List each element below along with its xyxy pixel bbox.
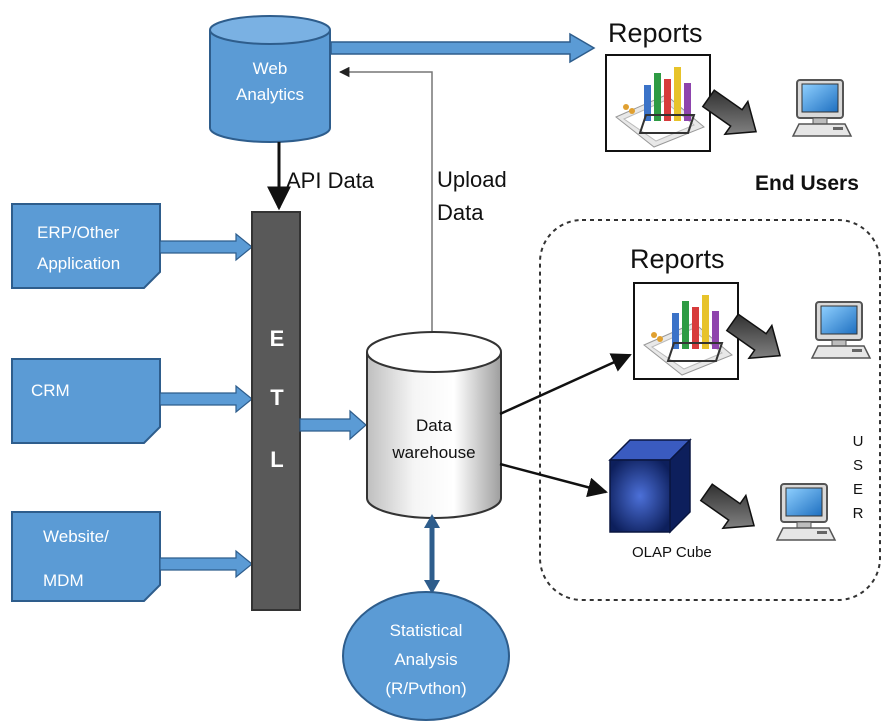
statistical-label-1: Statistical — [390, 621, 463, 640]
olap-cube-label: OLAP Cube — [632, 544, 712, 561]
user-letter-u: U — [853, 433, 864, 450]
upload-data-connector — [338, 66, 433, 332]
erp-label-2: Application — [37, 254, 120, 273]
api-data-label: API Data — [286, 168, 375, 193]
upload-data-label-1: Upload — [437, 167, 507, 192]
etl-letter-t: T — [270, 385, 284, 410]
computer-monitor-icon — [811, 301, 871, 359]
end-users-label: End Users — [755, 172, 859, 195]
web-analytics-database: Web Analytics — [209, 15, 331, 143]
reports-top-title: Reports — [608, 18, 703, 48]
statistical-label-2: Analysis — [394, 650, 457, 669]
website-label-1: Website/ — [43, 527, 109, 546]
web-to-reports-arrow — [330, 32, 596, 64]
website-source-box: Website/ MDM — [11, 511, 161, 602]
report-chart-icon — [633, 282, 739, 380]
computer-monitor-icon — [776, 483, 836, 541]
erp-to-etl-arrow — [159, 232, 253, 262]
website-label-2: MDM — [43, 571, 84, 590]
user-letter-s: S — [853, 457, 863, 474]
warehouse-statistical-arrow — [424, 514, 440, 594]
crm-source-box: CRM — [11, 358, 161, 444]
user-letter-e: E — [853, 481, 863, 498]
statistical-analysis-node: Statistical Analysis (R/Pvthon) — [342, 591, 510, 721]
etl-to-warehouse-arrow — [299, 409, 367, 441]
etl-letter-l: L — [270, 447, 283, 472]
warehouse-label-1: Data — [416, 416, 452, 435]
report-chart-icon — [605, 54, 711, 152]
warehouse-to-olap-arrow — [499, 462, 608, 498]
statistical-label-3: (R/Pvthon) — [385, 679, 466, 698]
erp-label-1: ERP/Other — [37, 223, 120, 242]
crm-to-etl-arrow — [159, 384, 253, 414]
etl-bar: E T L — [251, 211, 301, 611]
web-analytics-label-1: Web — [253, 59, 288, 78]
user-group-boundary — [539, 219, 881, 601]
warehouse-label-2: warehouse — [391, 443, 475, 462]
etl-letter-e: E — [270, 326, 285, 351]
upload-data-label-2: Data — [437, 200, 484, 225]
data-warehouse-database: Data warehouse — [366, 331, 502, 519]
reports-inner-title: Reports — [630, 244, 725, 274]
web-analytics-label-2: Analytics — [236, 85, 304, 104]
thick-arrow-icon — [694, 475, 767, 543]
website-to-etl-arrow — [159, 549, 253, 579]
olap-cube-icon — [608, 438, 692, 534]
computer-monitor-icon — [792, 79, 852, 137]
warehouse-to-reports-arrow — [499, 353, 632, 416]
user-letter-r: R — [853, 505, 864, 522]
erp-source-box: ERP/Other Application — [11, 203, 161, 289]
crm-label: CRM — [31, 381, 70, 400]
